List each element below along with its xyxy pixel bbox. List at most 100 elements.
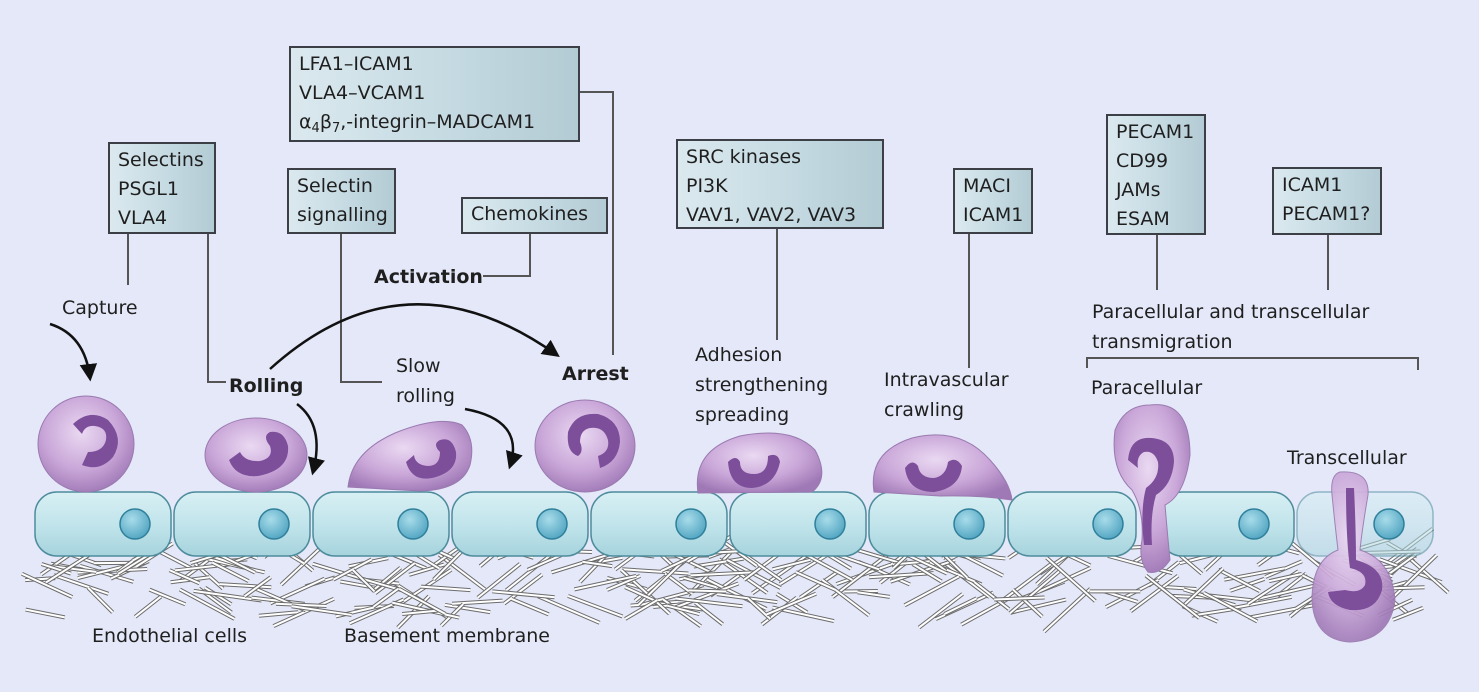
membrane-fiber — [1039, 566, 1091, 592]
label-transmigration-line: transmigration — [1092, 331, 1233, 353]
membrane-fiber — [291, 605, 352, 616]
endothelial-cell — [34, 491, 172, 557]
membrane-fiber — [1217, 568, 1261, 592]
membrane-fiber — [537, 595, 601, 624]
membrane-fiber — [444, 603, 491, 614]
label-rolling: Rolling — [229, 375, 304, 397]
membrane-fiber — [994, 596, 1045, 601]
membrane-fiber — [280, 547, 322, 586]
label-slow-rolling-line: Slow — [396, 355, 441, 377]
membrane-fiber — [452, 599, 503, 605]
membrane-fiber — [857, 591, 891, 598]
membrane-fiber — [1010, 598, 1067, 614]
connector-integrins — [579, 91, 614, 355]
membrane-fiber — [943, 597, 978, 615]
membrane-fiber — [219, 583, 272, 589]
membrane-fiber — [211, 561, 250, 582]
endothelial-cell — [1007, 491, 1137, 557]
membrane-fiber — [624, 599, 658, 620]
membrane-fiber — [25, 608, 66, 619]
membrane-fiber — [1145, 574, 1200, 619]
membrane-fiber — [1012, 588, 1043, 618]
box-selectin-signalling: Selectin signalling — [287, 168, 396, 234]
membrane-fiber — [672, 552, 710, 573]
membrane-fiber — [667, 604, 700, 616]
leukocyte-slow-rolling — [347, 420, 473, 492]
endothelial-layer — [34, 491, 1434, 557]
label-adhesion-line: strengthening — [695, 374, 829, 396]
endothelial-cell — [590, 491, 728, 557]
label-crawling-line: crawling — [884, 399, 965, 421]
membrane-fiber — [53, 574, 109, 595]
alpha-symbol: α — [299, 111, 312, 133]
membrane-fiber — [273, 597, 335, 627]
box-pecam-line: JAMs — [1116, 179, 1161, 201]
membrane-fiber — [1105, 579, 1159, 608]
leukocyte-arrest — [534, 399, 636, 493]
label-adhesion-line: Adhesion — [695, 344, 783, 366]
box-pecam-line: PECAM1 — [1116, 121, 1195, 143]
membrane-fiber — [1009, 570, 1061, 615]
membrane-fiber — [1001, 563, 1052, 602]
membrane-fiber — [402, 609, 440, 615]
membrane-fiber — [690, 571, 759, 577]
connector-selectin-signalling — [340, 232, 382, 383]
membrane-fiber — [624, 586, 656, 602]
label-adhesion-line: spreading — [695, 404, 790, 426]
beta-subscript: 7 — [331, 121, 341, 136]
membrane-fiber — [243, 576, 272, 598]
label-crawling-line: Intravascular — [884, 369, 1009, 391]
membrane-fiber — [1107, 554, 1173, 575]
membrane-fiber — [193, 589, 262, 602]
membrane-fiber — [904, 575, 960, 607]
membrane-fiber — [21, 572, 73, 598]
box-maci-line: MACI — [963, 175, 1011, 197]
box-selectins-line: PSGL1 — [118, 178, 179, 200]
label-slow-rolling-line: rolling — [396, 385, 455, 407]
leukocyte-paracellular — [1113, 404, 1191, 573]
label-paracellular: Paracellular — [1091, 377, 1203, 399]
box-icam-line: PECAM1? — [1282, 203, 1371, 225]
membrane-fiber — [477, 563, 521, 599]
membrane-fiber — [373, 566, 402, 591]
box-pecam-line: ESAM — [1116, 208, 1170, 230]
membrane-fiber — [527, 554, 562, 571]
box-kinases-line: SRC kinases — [686, 146, 802, 168]
box-selectin-signalling-line: signalling — [297, 204, 388, 226]
connector-selectins-rolling — [207, 232, 226, 383]
label-arrest: Arrest — [562, 363, 629, 385]
membrane-fiber — [567, 594, 623, 618]
leukocyte-adhesion — [696, 432, 823, 494]
membrane-fiber — [1043, 587, 1092, 633]
label-transmigration: Paracellular and transcellular transmigr… — [1092, 297, 1369, 357]
endothelial-cell — [173, 491, 311, 557]
membrane-fiber — [582, 560, 613, 568]
membrane-fiber — [179, 588, 235, 620]
leukocyte-transcellular — [1311, 471, 1396, 643]
membrane-fiber — [1045, 557, 1096, 602]
membrane-fiber — [1164, 585, 1197, 591]
box-kinases-line: VAV1, VAV2, VAV3 — [686, 204, 857, 226]
box-selectins: Selectins PSGL1 VLA4 — [108, 142, 216, 234]
membrane-fiber — [159, 550, 192, 569]
membrane-fiber — [772, 558, 811, 571]
box-chemokines-line: Chemokines — [471, 203, 589, 225]
membrane-fiber — [694, 602, 724, 626]
membrane-fiber — [1182, 567, 1224, 607]
transmigration-bracket — [1086, 357, 1419, 370]
membrane-fiber — [420, 585, 471, 592]
box-maci: MACI ICAM1 — [953, 168, 1033, 234]
box-chemokines: Chemokines — [461, 197, 608, 234]
membrane-fiber — [149, 588, 186, 606]
membrane-fiber — [374, 562, 416, 595]
connector-lines — [127, 91, 1419, 383]
membrane-fiber — [372, 587, 399, 608]
label-capture: Capture — [62, 297, 138, 319]
membrane-fiber — [766, 592, 817, 616]
leukocyte-capture — [37, 395, 135, 493]
connector-chemokines — [483, 233, 531, 277]
beta-symbol: β — [319, 111, 332, 133]
membrane-fiber — [724, 541, 758, 567]
membrane-fiber — [622, 568, 689, 575]
